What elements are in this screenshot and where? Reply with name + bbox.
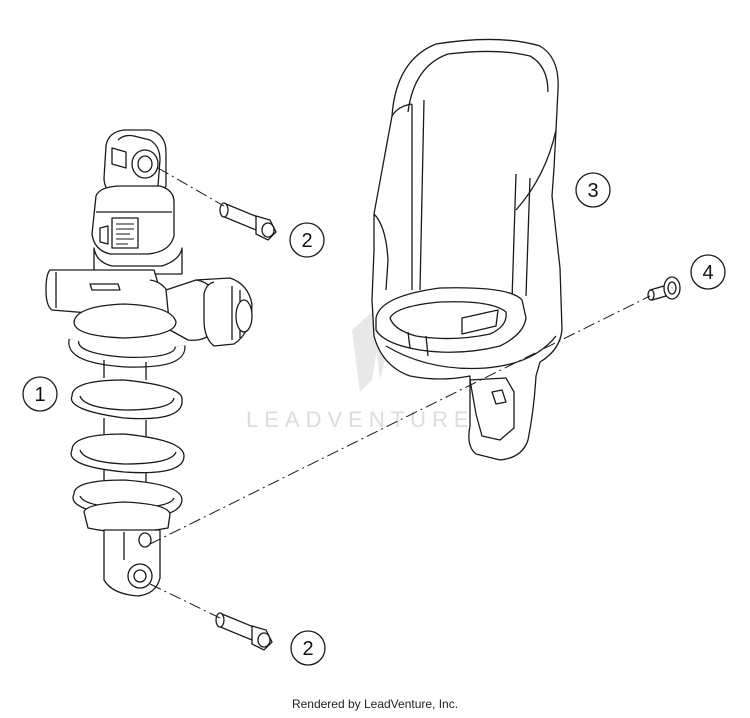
callout-3: 3 [575,172,611,208]
callout-2-lower: 2 [290,630,326,666]
callout-3-label: 3 [587,180,598,202]
callout-1: 1 [22,376,58,412]
callout-1-label: 1 [34,384,45,406]
assembly-line-upper-bolt [157,167,225,207]
callout-2-upper-label: 2 [301,230,312,252]
callout-2-lower-label: 2 [302,638,313,660]
screw [647,276,681,301]
bolt-lower [215,612,273,651]
callout-4-label: 4 [702,262,713,284]
render-credit: Rendered by LeadVenture, Inc. [291,697,459,711]
shock-absorber [45,129,253,597]
bolt-upper [219,202,277,241]
watermark-text: LEADVENTURE [246,407,475,432]
shock-cover [371,38,563,461]
assembly-line-lower-bolt [149,583,221,619]
callout-4: 4 [690,254,726,290]
assembly-lines [149,167,651,619]
callout-2-upper: 2 [289,222,325,258]
assembly-line-screw [149,295,651,545]
